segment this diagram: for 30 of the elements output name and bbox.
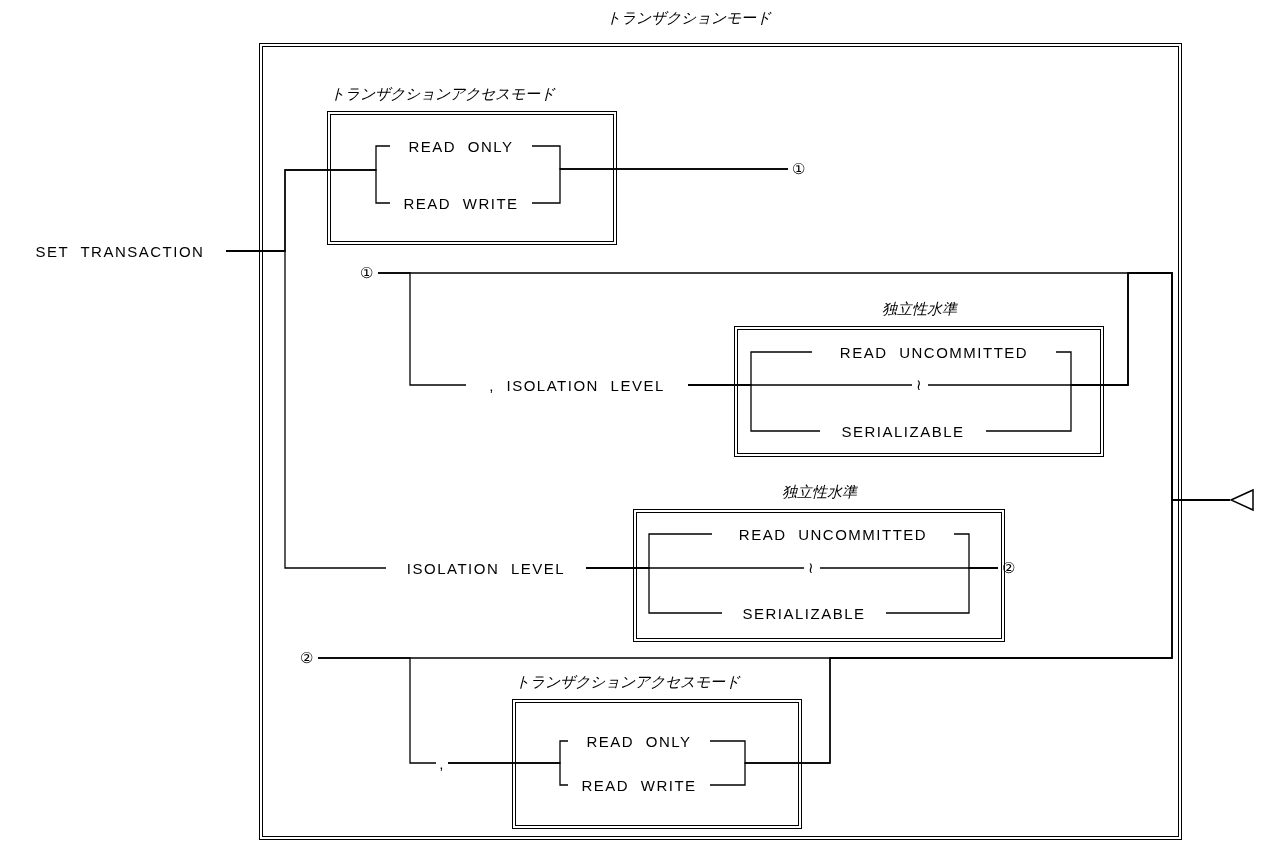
syntax-term: ISOLATION LEVEL (386, 557, 586, 579)
syntax-term: READ ONLY (390, 135, 532, 157)
syntax-term: , (436, 752, 448, 774)
syntax-term: READ WRITE (568, 774, 710, 796)
rail-line (225, 250, 387, 569)
syntax-term: READ ONLY (568, 730, 710, 752)
triangle-terminator (1230, 488, 1254, 512)
syntax-term: ① (356, 262, 378, 284)
syntax-term: ≀ (912, 374, 928, 396)
rail-line (531, 168, 789, 204)
rail-line (885, 567, 999, 614)
rail-line (447, 762, 569, 786)
syntax-term: ① (788, 158, 810, 180)
group-heading: トランザクションモード (606, 8, 771, 29)
group-heading: トランザクションアクセスモード (330, 84, 555, 105)
rail-line (687, 384, 821, 432)
syntax-term: READ WRITE (390, 192, 532, 214)
rail-line (585, 567, 723, 614)
syntax-term: READ UNCOMMITTED (712, 523, 954, 545)
syntax-term: ② (296, 647, 318, 669)
syntax-term: SET TRANSACTION (14, 240, 226, 262)
syntax-term: SERIALIZABLE (820, 420, 986, 442)
syntax-term: ≀ (804, 557, 820, 579)
rail-line (317, 657, 437, 764)
syntax-term: SERIALIZABLE (722, 602, 886, 624)
group-heading: トランザクションアクセスモード (515, 672, 740, 693)
syntax-term: , ISOLATION LEVEL (466, 374, 688, 396)
group-heading: 独立性水準 (780, 482, 859, 503)
group-heading: 独立性水準 (880, 299, 959, 320)
syntax-term: READ UNCOMMITTED (812, 341, 1056, 363)
